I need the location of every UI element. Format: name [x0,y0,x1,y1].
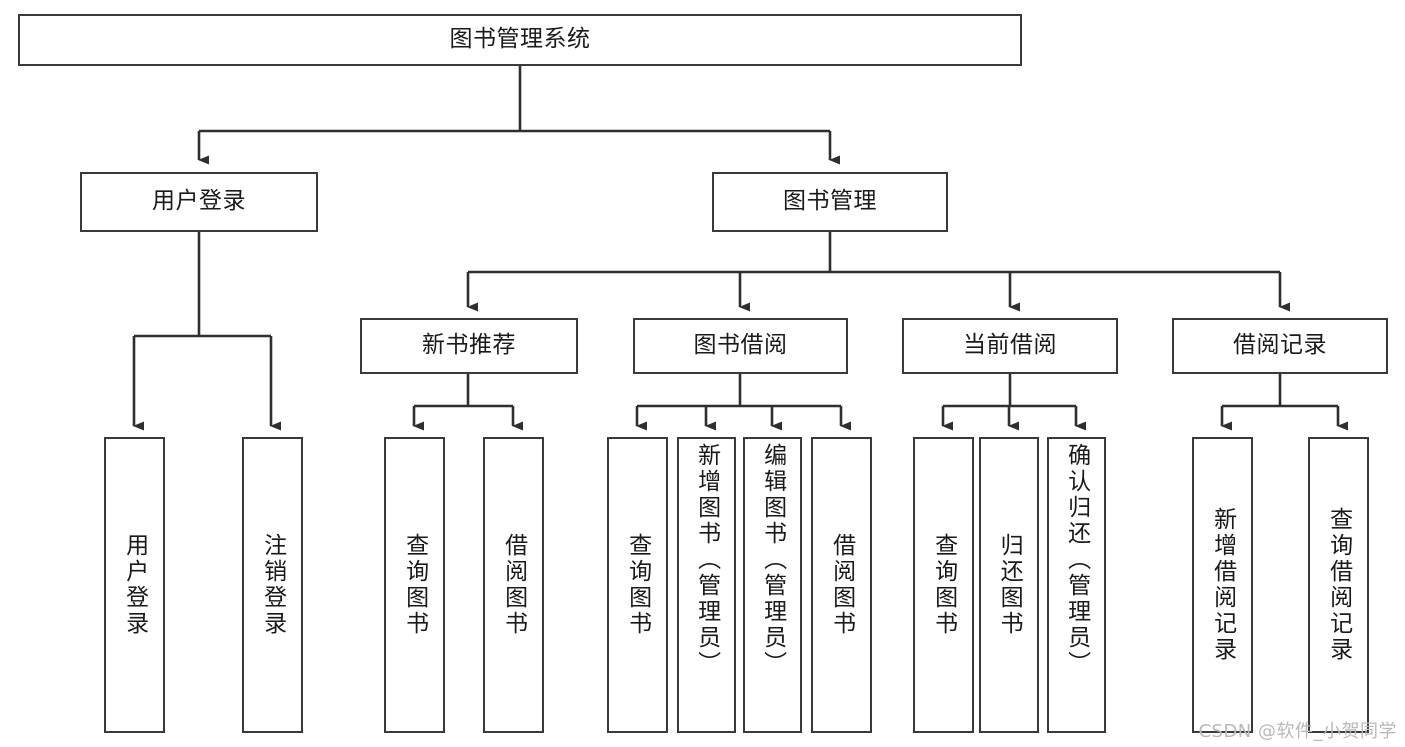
node-label: 新书推荐 [422,332,516,359]
node-borrow-records[interactable]: 借阅记录 [1172,318,1388,374]
node-book-management[interactable]: 图书管理 [712,172,948,232]
node-label: 用户登录 [121,533,148,637]
node-label: 用户登录 [152,188,246,215]
leaf-add-book-admin[interactable]: 新增图书（管理员） [677,437,736,733]
node-label: 查询图书 [624,533,651,637]
leaf-query-book-borrow[interactable]: 查询图书 [607,437,668,733]
node-label: 查询图书 [930,533,957,637]
csdn-watermark: CSDN @软件_小贺同学 [1198,721,1397,742]
node-label: 图书管理系统 [449,26,591,53]
node-label: 注销登录 [259,533,286,637]
node-label: 借阅图书 [500,533,527,637]
node-label: 新增图书（管理员） [693,443,720,677]
node-label: 查询借阅记录 [1325,507,1352,663]
node-user-login[interactable]: 用户登录 [80,172,318,232]
leaf-query-book-newbook[interactable]: 查询图书 [384,437,445,733]
node-label: 借阅记录 [1233,332,1327,359]
node-current-borrow[interactable]: 当前借阅 [902,318,1118,374]
node-label: 图书借阅 [693,332,788,359]
node-label: 查询图书 [401,533,428,637]
node-label: 编辑图书（管理员） [759,443,786,677]
leaf-borrow-book-newbook[interactable]: 借阅图书 [483,437,544,733]
leaf-add-borrow-record[interactable]: 新增借阅记录 [1192,437,1253,733]
leaf-user-login[interactable]: 用户登录 [104,437,165,733]
leaf-borrow-book-borrow[interactable]: 借阅图书 [811,437,872,733]
node-label: 当前借阅 [963,332,1057,359]
leaf-query-borrow-record[interactable]: 查询借阅记录 [1308,437,1369,733]
node-root-system[interactable]: 图书管理系统 [18,14,1022,66]
leaf-confirm-return-admin[interactable]: 确认归还（管理员） [1047,437,1106,733]
node-book-borrow[interactable]: 图书借阅 [633,318,848,374]
node-label: 归还图书 [996,533,1023,637]
leaf-edit-book-admin[interactable]: 编辑图书（管理员） [743,437,802,733]
node-label: 新增借阅记录 [1209,507,1236,663]
leaf-query-book-current[interactable]: 查询图书 [913,437,974,733]
node-new-book-recommend[interactable]: 新书推荐 [360,318,578,374]
node-label: 借阅图书 [828,533,855,637]
leaf-logout[interactable]: 注销登录 [242,437,303,733]
leaf-return-book[interactable]: 归还图书 [979,437,1039,733]
node-label: 图书管理 [783,188,877,215]
node-label: 确认归还（管理员） [1063,443,1090,677]
